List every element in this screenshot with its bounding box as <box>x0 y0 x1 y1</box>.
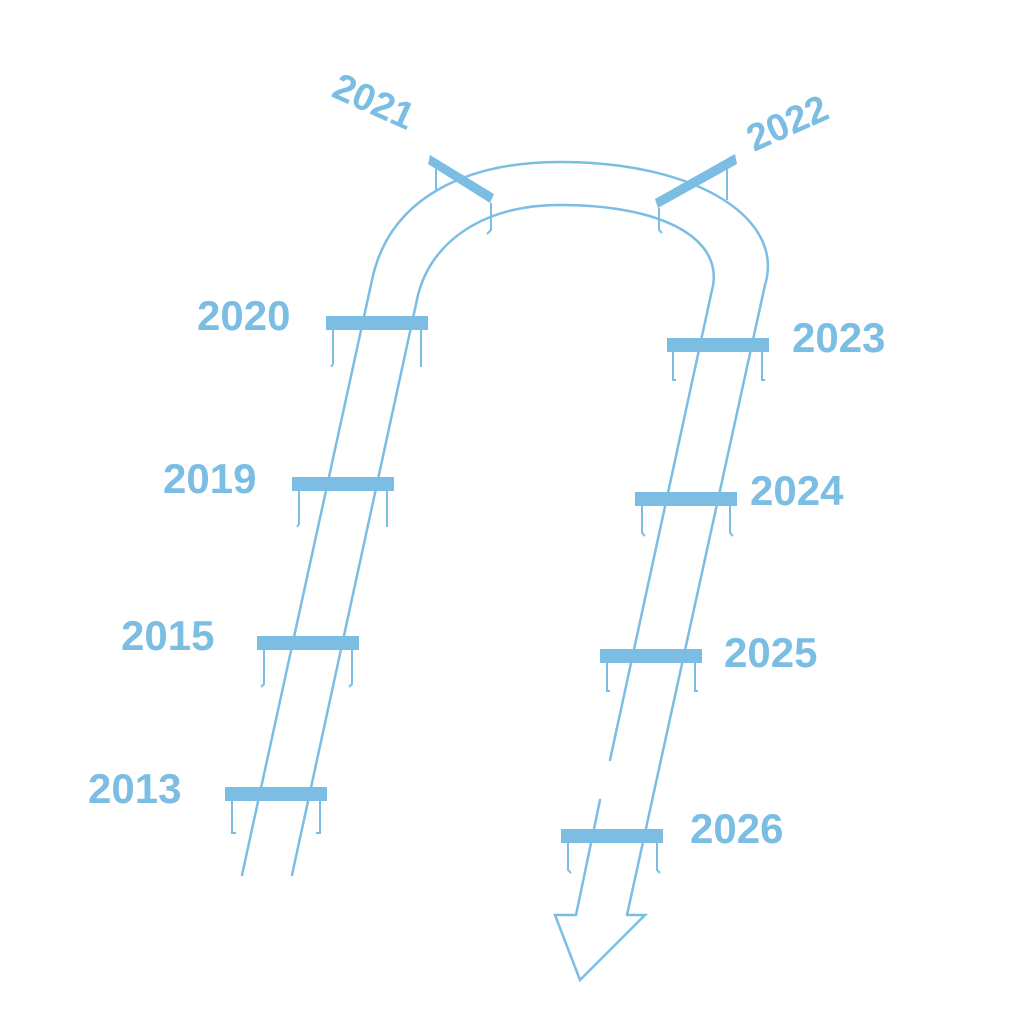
milestone-marker-2025 <box>600 649 702 692</box>
year-label-2013: 2013 <box>88 765 181 812</box>
year-label-2025: 2025 <box>724 629 817 676</box>
year-label-2026: 2026 <box>690 805 783 852</box>
year-label-2024: 2024 <box>750 467 844 514</box>
milestone-marker-2013 <box>225 787 327 834</box>
milestone-marker-2026 <box>561 829 663 874</box>
year-labels: 2013 2015 2019 2020 2021 2022 2023 2024 … <box>88 66 885 852</box>
track-outer-rail <box>240 160 770 917</box>
timeline-track <box>240 160 770 917</box>
milestone-marker-2024 <box>635 492 737 537</box>
milestone-markers <box>225 154 769 874</box>
arrow-head <box>553 913 649 983</box>
milestone-marker-2022 <box>655 154 737 234</box>
year-label-2023: 2023 <box>792 314 885 361</box>
track-inner-rail <box>290 203 715 917</box>
year-label-2021: 2021 <box>326 66 420 139</box>
year-label-2019: 2019 <box>163 455 256 502</box>
year-label-2022: 2022 <box>741 87 835 160</box>
milestone-marker-2020 <box>326 316 428 368</box>
milestone-marker-2021 <box>428 155 494 235</box>
year-label-2020: 2020 <box>197 292 290 339</box>
milestone-marker-2015 <box>257 636 359 688</box>
year-label-2015: 2015 <box>121 612 214 659</box>
milestone-marker-2019 <box>292 477 394 528</box>
milestone-marker-2023 <box>667 338 769 381</box>
